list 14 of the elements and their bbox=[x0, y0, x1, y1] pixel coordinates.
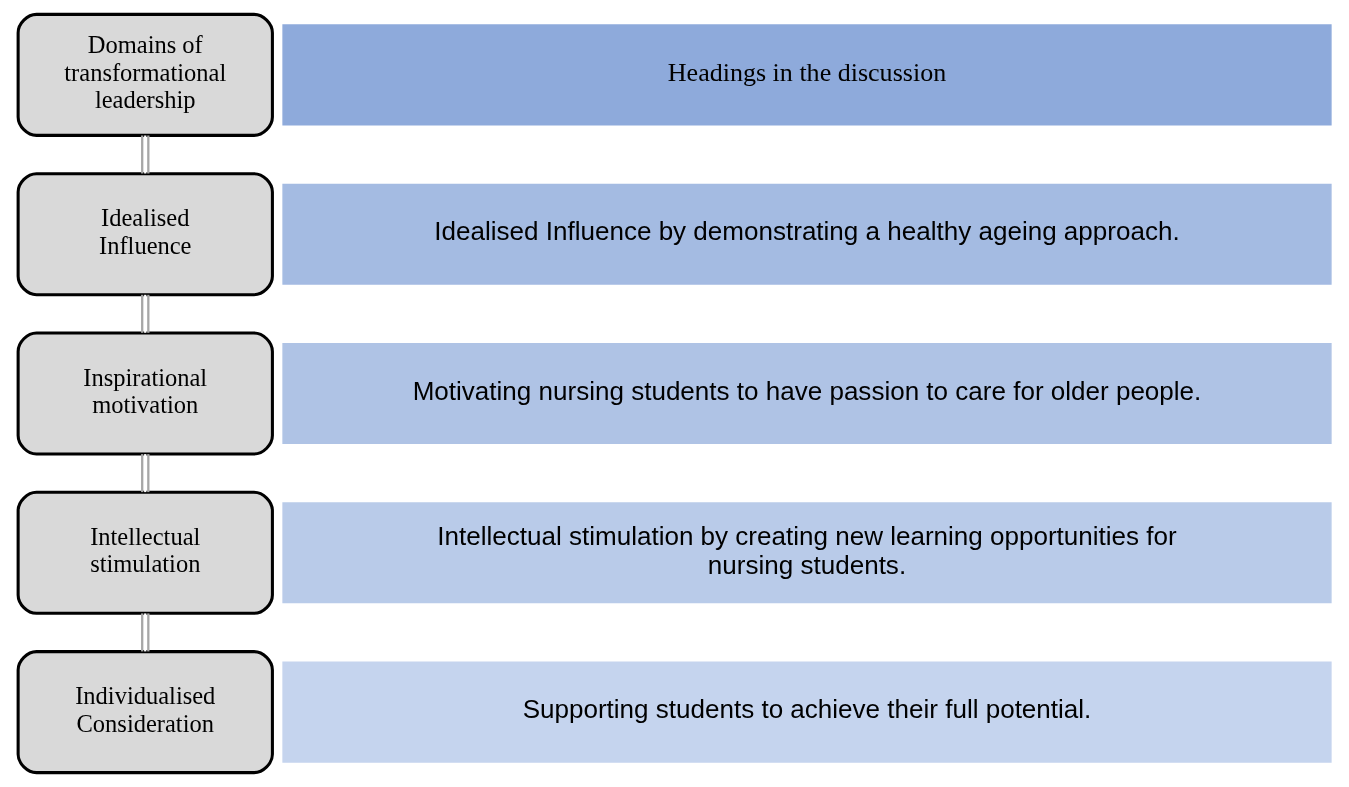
connector bbox=[141, 454, 150, 493]
node-box: Supporting students to achieve their full potential. bbox=[282, 661, 1332, 763]
node-box: Inspirational motivation bbox=[16, 331, 274, 456]
node-box: Idealised Influence bbox=[16, 172, 274, 297]
node-box: Individualised Consideration bbox=[16, 650, 274, 775]
node-box: Idealised Influence by demonstrating a healthy ageing approach. bbox=[282, 183, 1332, 285]
node-box: Intellectual stimulation bbox=[16, 490, 274, 615]
node-box: Motivating nursing students to have passion to care for older people. bbox=[282, 342, 1332, 445]
connector bbox=[141, 613, 150, 652]
node-box: Intellectual stimulation by creating new learning opportunities for nursing students. bbox=[282, 502, 1332, 604]
connector bbox=[141, 135, 150, 174]
node-box: Headings in the discussion bbox=[282, 24, 1332, 126]
connector bbox=[141, 294, 150, 333]
node-box: Domains of transformational leadership bbox=[16, 12, 274, 137]
